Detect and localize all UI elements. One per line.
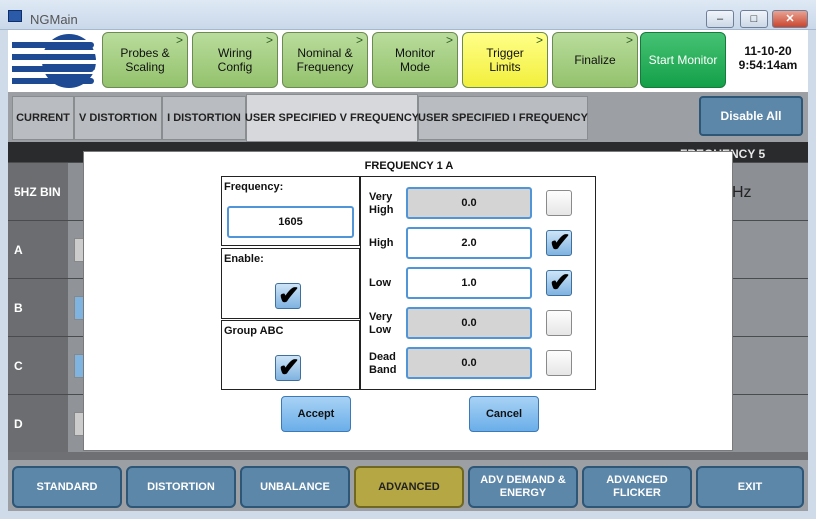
checkmark-icon: ✔ [549,267,571,297]
dead-band-label: Dead Band [369,351,397,376]
nav-standard-button[interactable]: STANDARD [12,466,122,508]
step-label: Trigger Limits [486,46,524,74]
step-finalize-button[interactable]: Finalize > [552,32,638,88]
very-low-input[interactable]: 0.0 [406,307,532,339]
minimize-button[interactable]: – [706,10,734,28]
tab-v-distortion[interactable]: V DISTORTION [74,96,162,140]
cancel-button[interactable]: Cancel [469,396,539,432]
checkmark-icon: ✔ [278,280,300,310]
nav-unbalance-button[interactable]: UNBALANCE [240,466,350,508]
step-label: Wiring Config [217,46,253,74]
close-button[interactable]: ✕ [772,10,808,28]
step-label: Probes & Scaling [120,46,170,74]
tab-user-specified-v-frequency[interactable]: USER SPECIFIED V FREQUENCY [245,94,419,142]
nav-adv-demand-energy-button[interactable]: ADV DEMAND & ENERGY [468,466,578,508]
chevron-right-icon: > [175,33,183,47]
step-nominal-frequency-button[interactable]: Nominal & Frequency > [282,32,368,88]
very-low-label: Very Low [369,311,393,336]
start-monitor-button[interactable]: Start Monitor [640,32,726,88]
step-label: Monitor Mode [394,46,435,74]
disable-all-button[interactable]: Disable All [699,96,803,136]
nav-advanced-button[interactable]: ADVANCED [354,466,464,508]
window-title: NGMain [30,12,78,27]
low-input[interactable]: 1.0 [406,267,532,299]
step-probes-scaling-button[interactable]: Probes & Scaling > [102,32,188,88]
row-label-a: A [8,220,68,278]
chevron-right-icon: > [265,33,273,47]
date-text: 11-10-20 [744,44,792,58]
high-input[interactable]: 2.0 [406,227,532,259]
frequency-dialog: FREQUENCY 1 A Frequency: 1605 Enable: ✔ … [83,151,733,451]
group-abc-checkbox[interactable]: ✔ [275,352,301,382]
maximize-button[interactable]: □ [740,10,768,28]
header: Probes & Scaling > Wiring Config > Nomin… [8,30,808,92]
low-checkbox[interactable]: ✔ [546,267,572,297]
limits-panel: Very High 0.0 High 2.0 ✔ Low 1.0 ✔ Very … [360,176,596,390]
very-high-input[interactable]: 0.0 [406,187,532,219]
tab-current[interactable]: CURRENT [12,96,74,140]
nav-distortion-button[interactable]: DISTORTION [126,466,236,508]
nav-advanced-flicker-button[interactable]: ADVANCED FLICKER [582,466,692,508]
step-label: Nominal & Frequency [296,46,354,74]
title-bar: NGMain – □ ✕ [0,0,816,30]
step-label: Finalize [574,53,616,67]
chevron-right-icon: > [535,33,543,47]
dialog-title: FREQUENCY 1 A [364,160,454,172]
tab-i-distortion[interactable]: I DISTORTION [162,96,246,140]
enable-checkbox[interactable]: ✔ [275,280,301,310]
checkmark-icon: ✔ [278,352,300,382]
step-label: Start Monitor [648,53,718,67]
row-label-b: B [8,278,68,336]
nav-exit-button[interactable]: EXIT [696,466,804,508]
dead-band-input[interactable]: 0.0 [406,347,532,379]
chevron-right-icon: > [625,33,633,47]
step-wiring-config-button[interactable]: Wiring Config > [192,32,278,88]
row-label-d: D [8,394,68,452]
chevron-right-icon: > [445,33,453,47]
chevron-right-icon: > [355,33,363,47]
row-label-c: C [8,336,68,394]
tab-bar: CURRENT V DISTORTION I DISTORTION USER S… [8,92,808,142]
dead-band-checkbox[interactable] [546,350,572,376]
company-logo [12,34,96,88]
checkmark-icon: ✔ [549,227,571,257]
bottom-nav: STANDARD DISTORTION UNBALANCE ADVANCED A… [8,460,808,511]
row-label-5hz-bin: 5HZ BIN [8,162,68,220]
accept-button[interactable]: Accept [281,396,351,432]
low-label: Low [369,277,391,289]
enable-label: Enable: [224,253,264,265]
very-low-checkbox[interactable] [546,310,572,336]
frequency-input[interactable]: 1605 [227,206,354,238]
enable-panel: Enable: ✔ [221,248,360,319]
high-label: High [369,237,394,249]
very-high-label: Very High [369,191,394,216]
hz-unit-text: Hz [732,184,752,201]
step-monitor-mode-button[interactable]: Monitor Mode > [372,32,458,88]
time-text: 9:54:14am [738,58,798,72]
group-abc-panel: Group ABC ✔ [221,320,360,390]
tab-user-specified-i-frequency[interactable]: USER SPECIFIED I FREQUENCY [418,96,588,140]
app-icon [8,10,22,22]
frequency-label: Frequency: [224,181,284,193]
high-checkbox[interactable]: ✔ [546,227,572,257]
group-abc-label: Group ABC [224,325,284,337]
step-trigger-limits-button[interactable]: Trigger Limits > [462,32,548,88]
very-high-checkbox[interactable] [546,190,572,216]
date-time-display: 11-10-20 9:54:14am [732,44,804,72]
frequency-panel: Frequency: 1605 [221,176,360,246]
